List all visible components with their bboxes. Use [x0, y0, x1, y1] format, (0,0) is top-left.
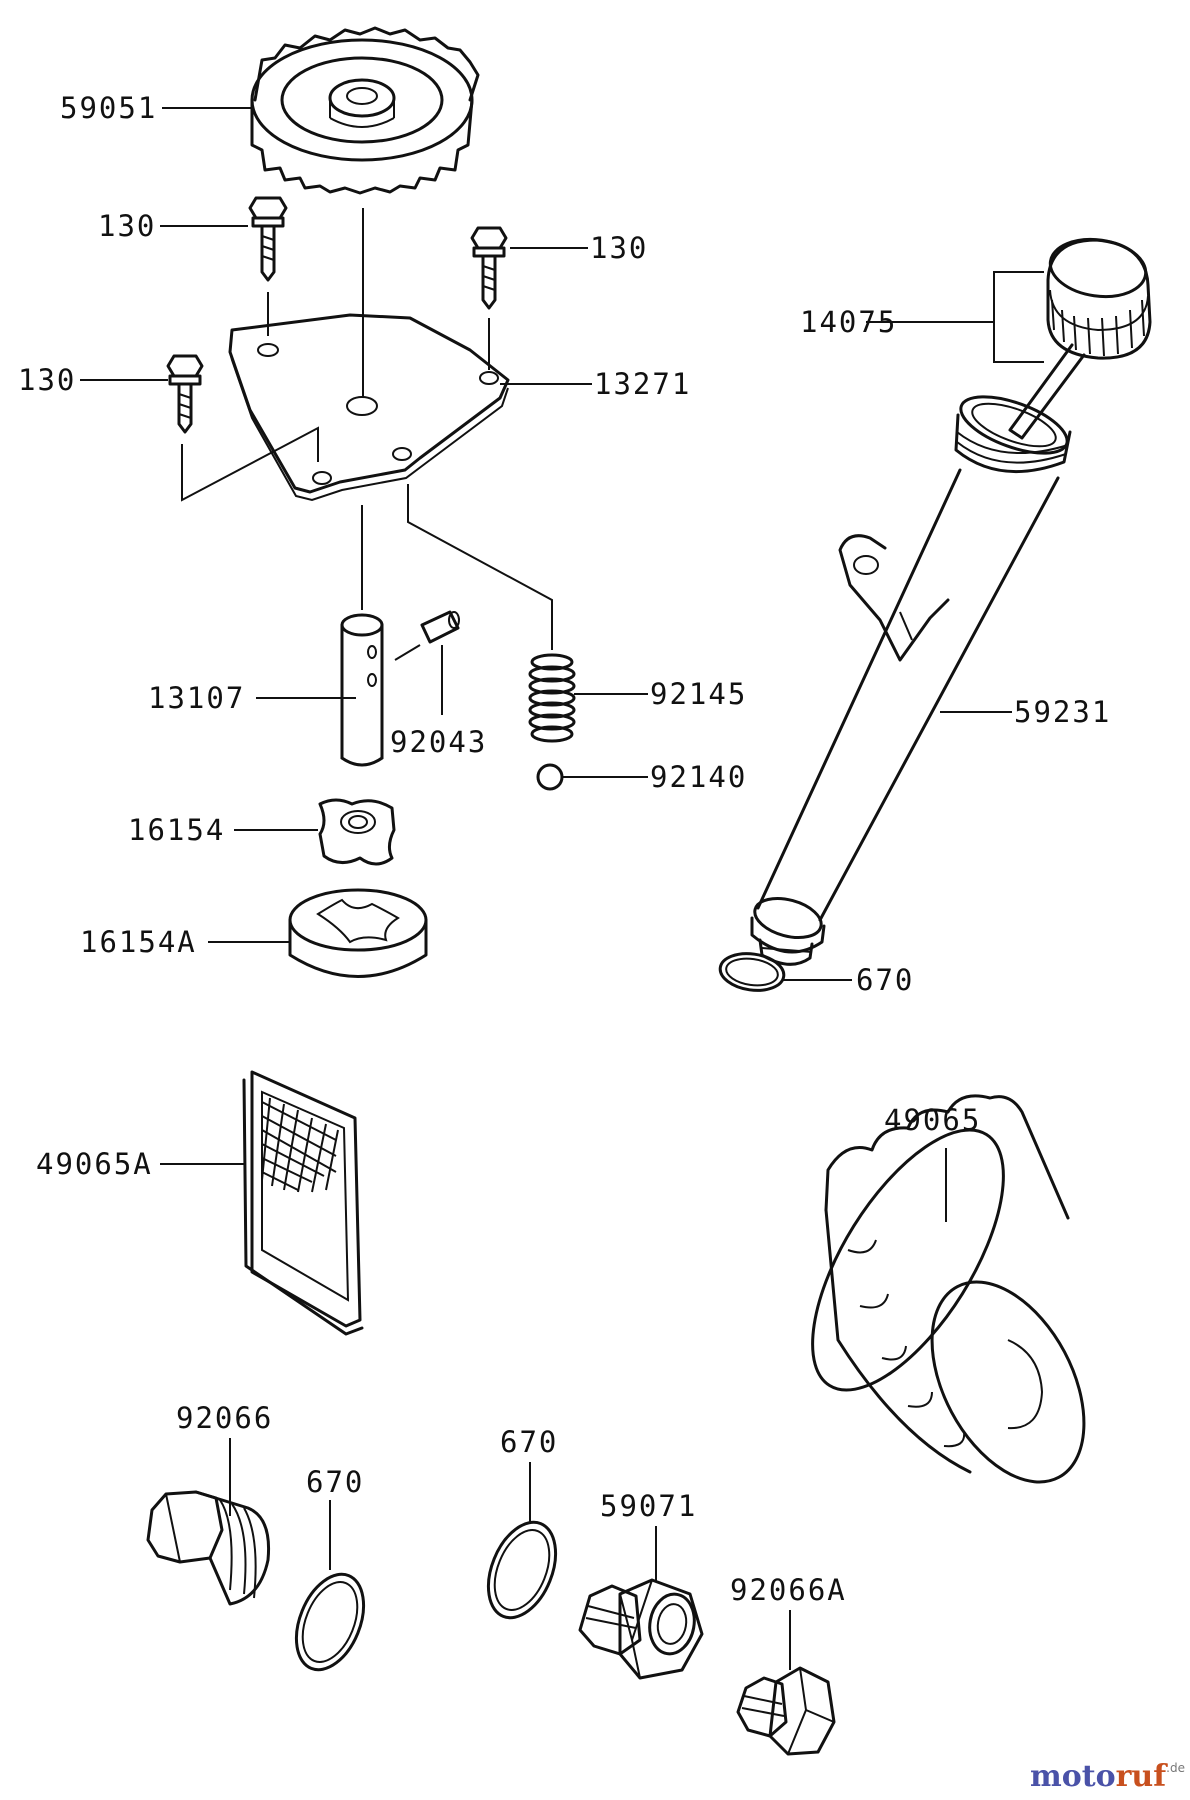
gear-59051: [250, 26, 480, 195]
adapter-59071: [578, 1578, 704, 1680]
label-670-a: 670: [856, 963, 914, 997]
label-670-b: 670: [306, 1465, 364, 1499]
label-16154A: 16154A: [80, 925, 197, 959]
label-92043: 92043: [390, 725, 487, 759]
label-670-c: 670: [500, 1425, 558, 1459]
oil-filler-tube-59231: [750, 395, 1072, 966]
label-13271: 13271: [594, 367, 691, 401]
plug-92066A: [736, 1666, 836, 1756]
label-49065: 49065: [884, 1103, 981, 1137]
pump-cover-13271: [228, 313, 510, 502]
label-130-a: 130: [98, 209, 156, 243]
oil-filter-49065: [811, 1094, 1086, 1484]
label-59071: 59071: [600, 1489, 697, 1523]
dipstick-14075: [1008, 237, 1152, 440]
label-130-b: 130: [590, 231, 648, 265]
outer-rotor-16154A: [288, 888, 428, 978]
watermark-tld: .de: [1166, 1761, 1185, 1775]
o-ring-670-a: [718, 952, 786, 992]
label-59051: 59051: [60, 91, 157, 125]
label-16154: 16154: [128, 813, 225, 847]
label-92066A: 92066A: [730, 1573, 847, 1607]
watermark-ruf: ruf: [1116, 1759, 1169, 1794]
inner-rotor-16154: [318, 798, 396, 866]
label-59231: 59231: [1014, 695, 1111, 729]
label-92066: 92066: [176, 1401, 273, 1435]
label-130-c: 130: [18, 363, 76, 397]
shaft-13107: [340, 613, 384, 767]
strainer-49065A: [242, 1070, 364, 1336]
label-92145: 92145: [650, 677, 747, 711]
spring-92145: [528, 653, 576, 743]
bolt-130-c: [166, 354, 204, 434]
label-14075: 14075: [800, 305, 897, 339]
label-92140: 92140: [650, 760, 747, 794]
watermark-moto: moto: [1030, 1759, 1116, 1794]
o-ring-670-b: [294, 1572, 366, 1672]
label-49065A: 49065A: [36, 1147, 153, 1181]
svg-text:motoruf.de: motoruf.de: [1030, 1759, 1185, 1794]
watermark-logo: motoruf.de: [1030, 1759, 1185, 1794]
plug-92066: [146, 1490, 271, 1606]
bolt-130-b: [470, 226, 508, 310]
o-ring-670-c: [486, 1520, 558, 1620]
ball-92140: [536, 763, 564, 791]
pin-92043: [420, 610, 460, 644]
label-13107: 13107: [148, 681, 245, 715]
bolt-130-a: [248, 196, 288, 282]
